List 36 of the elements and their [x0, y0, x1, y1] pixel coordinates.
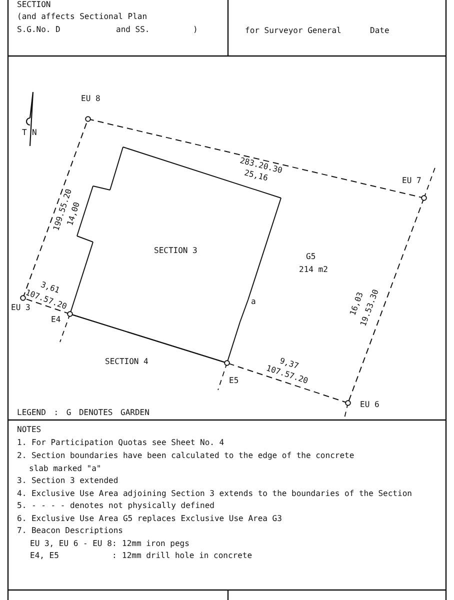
- date-caption: Date: [370, 26, 390, 36]
- notes-heading: NOTES: [17, 425, 42, 435]
- signature-caption: for Surveyor General: [245, 26, 342, 36]
- note-text: 2. Section boundaries have been calculated to the edge of the concrete slab marked "a": [17, 450, 356, 474]
- slab-mark: a: [251, 297, 256, 307]
- note-text: 6. Exclusive Use Area G5 replaces Exclusive Use Area G3: [17, 514, 282, 524]
- section-name: SECTION 4: [105, 357, 148, 367]
- header-text: SECTION: [17, 0, 51, 10]
- beacon-label: EU 8: [81, 94, 100, 104]
- beacon-label: EU 7: [402, 176, 422, 186]
- note-text: 3. Section 3 extended: [17, 476, 118, 486]
- beacon-label: EU 6: [360, 400, 380, 410]
- beacon-description: 12mm drill hole in concrete: [122, 551, 252, 561]
- distance-label: 16,03: [348, 290, 365, 317]
- north-label: N: [32, 128, 37, 138]
- separator-colon: :: [112, 551, 117, 561]
- beacon-label: E4: [51, 315, 61, 325]
- beacon-description: 12mm iron pegs: [122, 539, 190, 549]
- header-text: and SS.: [116, 25, 150, 35]
- note-text: 7. Beacon Descriptions: [17, 526, 123, 536]
- note-text: 1. For Participation Quotas see Sheet No. 4: [17, 438, 224, 448]
- note-text: 4. Exclusive Use Area adjoining Section 3 extends to the boundaries of the Section: [17, 489, 412, 499]
- separator-colon: :: [112, 539, 117, 549]
- beacon-list: EU 3, EU 6 - EU 8: [30, 539, 112, 549]
- header-text: ): [193, 25, 198, 35]
- area-size: 214 m2: [299, 265, 328, 275]
- plan-number: S.G.No. D: [17, 25, 60, 35]
- section-name: SECTION 3: [154, 246, 198, 256]
- exclusive-use-area: [23, 119, 424, 403]
- beacon-label: E5: [229, 376, 239, 386]
- beacon-list: E4, E5: [30, 551, 59, 561]
- header-text: (and affects Sectional Plan: [17, 12, 148, 22]
- note-text: 5. - - - - denotes not physically defined: [17, 501, 214, 511]
- area-name: G5: [306, 252, 316, 262]
- legend-text: LEGEND : G DENOTES GARDEN: [17, 408, 150, 418]
- north-label: T: [22, 128, 27, 138]
